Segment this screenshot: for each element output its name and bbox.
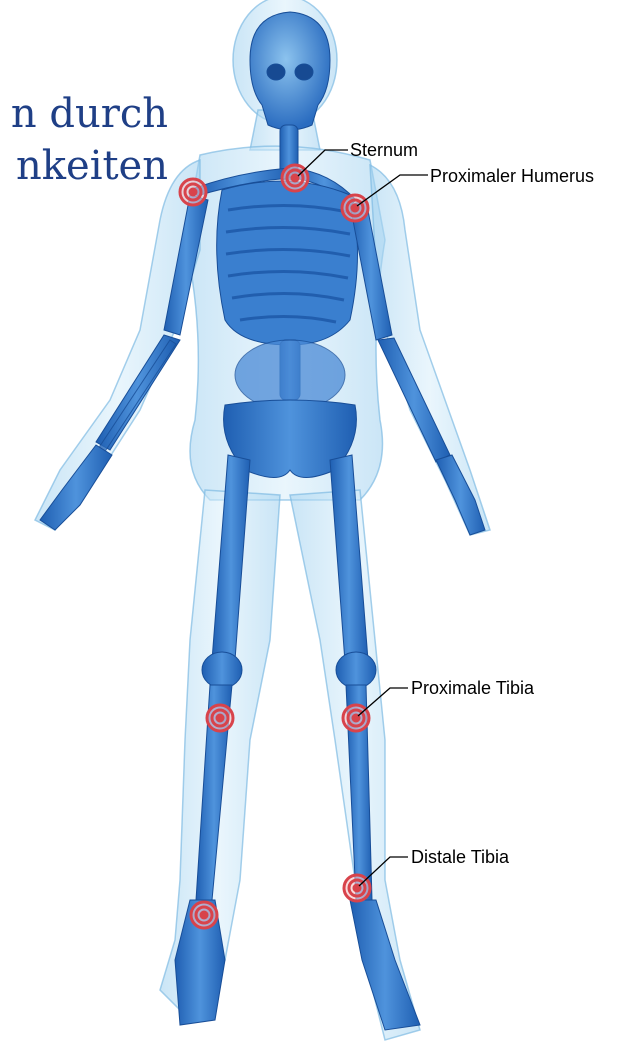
label-proximal-humerus: Proximaler Humerus [430, 166, 594, 186]
body-silhouette [35, 0, 490, 1040]
label-sternum: Sternum [350, 140, 418, 160]
label-proximal-tibia: Proximale Tibia [411, 678, 534, 698]
target-shoulder-left [180, 179, 206, 205]
label-distal-tibia: Distale Tibia [411, 847, 509, 867]
target-proximal-humerus [342, 195, 368, 221]
target-ankle-left [191, 902, 217, 928]
target-sternum [282, 165, 308, 191]
target-proximal-tibia [343, 705, 369, 731]
target-knee-left [207, 705, 233, 731]
